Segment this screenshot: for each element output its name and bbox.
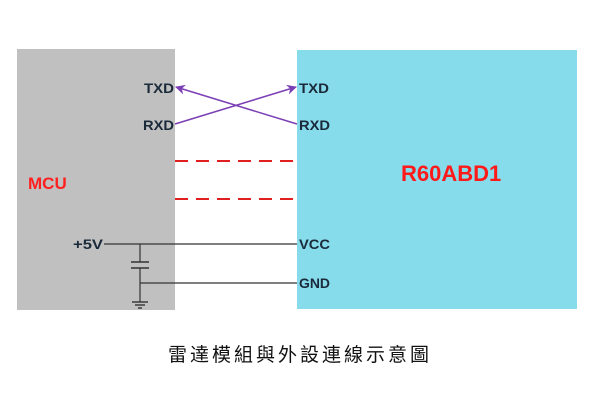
capacitor-icon: [131, 244, 149, 302]
mcu-block: [17, 49, 175, 310]
module-pin-gnd: GND: [299, 275, 330, 291]
diagram-caption: 雷達模組與外設連線示意圖: [167, 344, 432, 366]
module-label: R60ABD1: [401, 161, 501, 186]
mcu-pin-5v: +5V: [73, 236, 104, 252]
ground-icon: [132, 301, 148, 309]
module-pin-txd: TXD: [299, 80, 329, 96]
mcu-pin-txd: TXD: [144, 80, 174, 96]
mcu-pin-rxd: RXD: [143, 117, 174, 133]
module-block: [297, 50, 577, 309]
module-pin-rxd: RXD: [299, 117, 330, 133]
mcu-label: MCU: [28, 174, 67, 193]
uart-line-mcu-rxd-to-module-txd: [174, 84, 297, 125]
module-pin-vcc: VCC: [299, 236, 330, 252]
